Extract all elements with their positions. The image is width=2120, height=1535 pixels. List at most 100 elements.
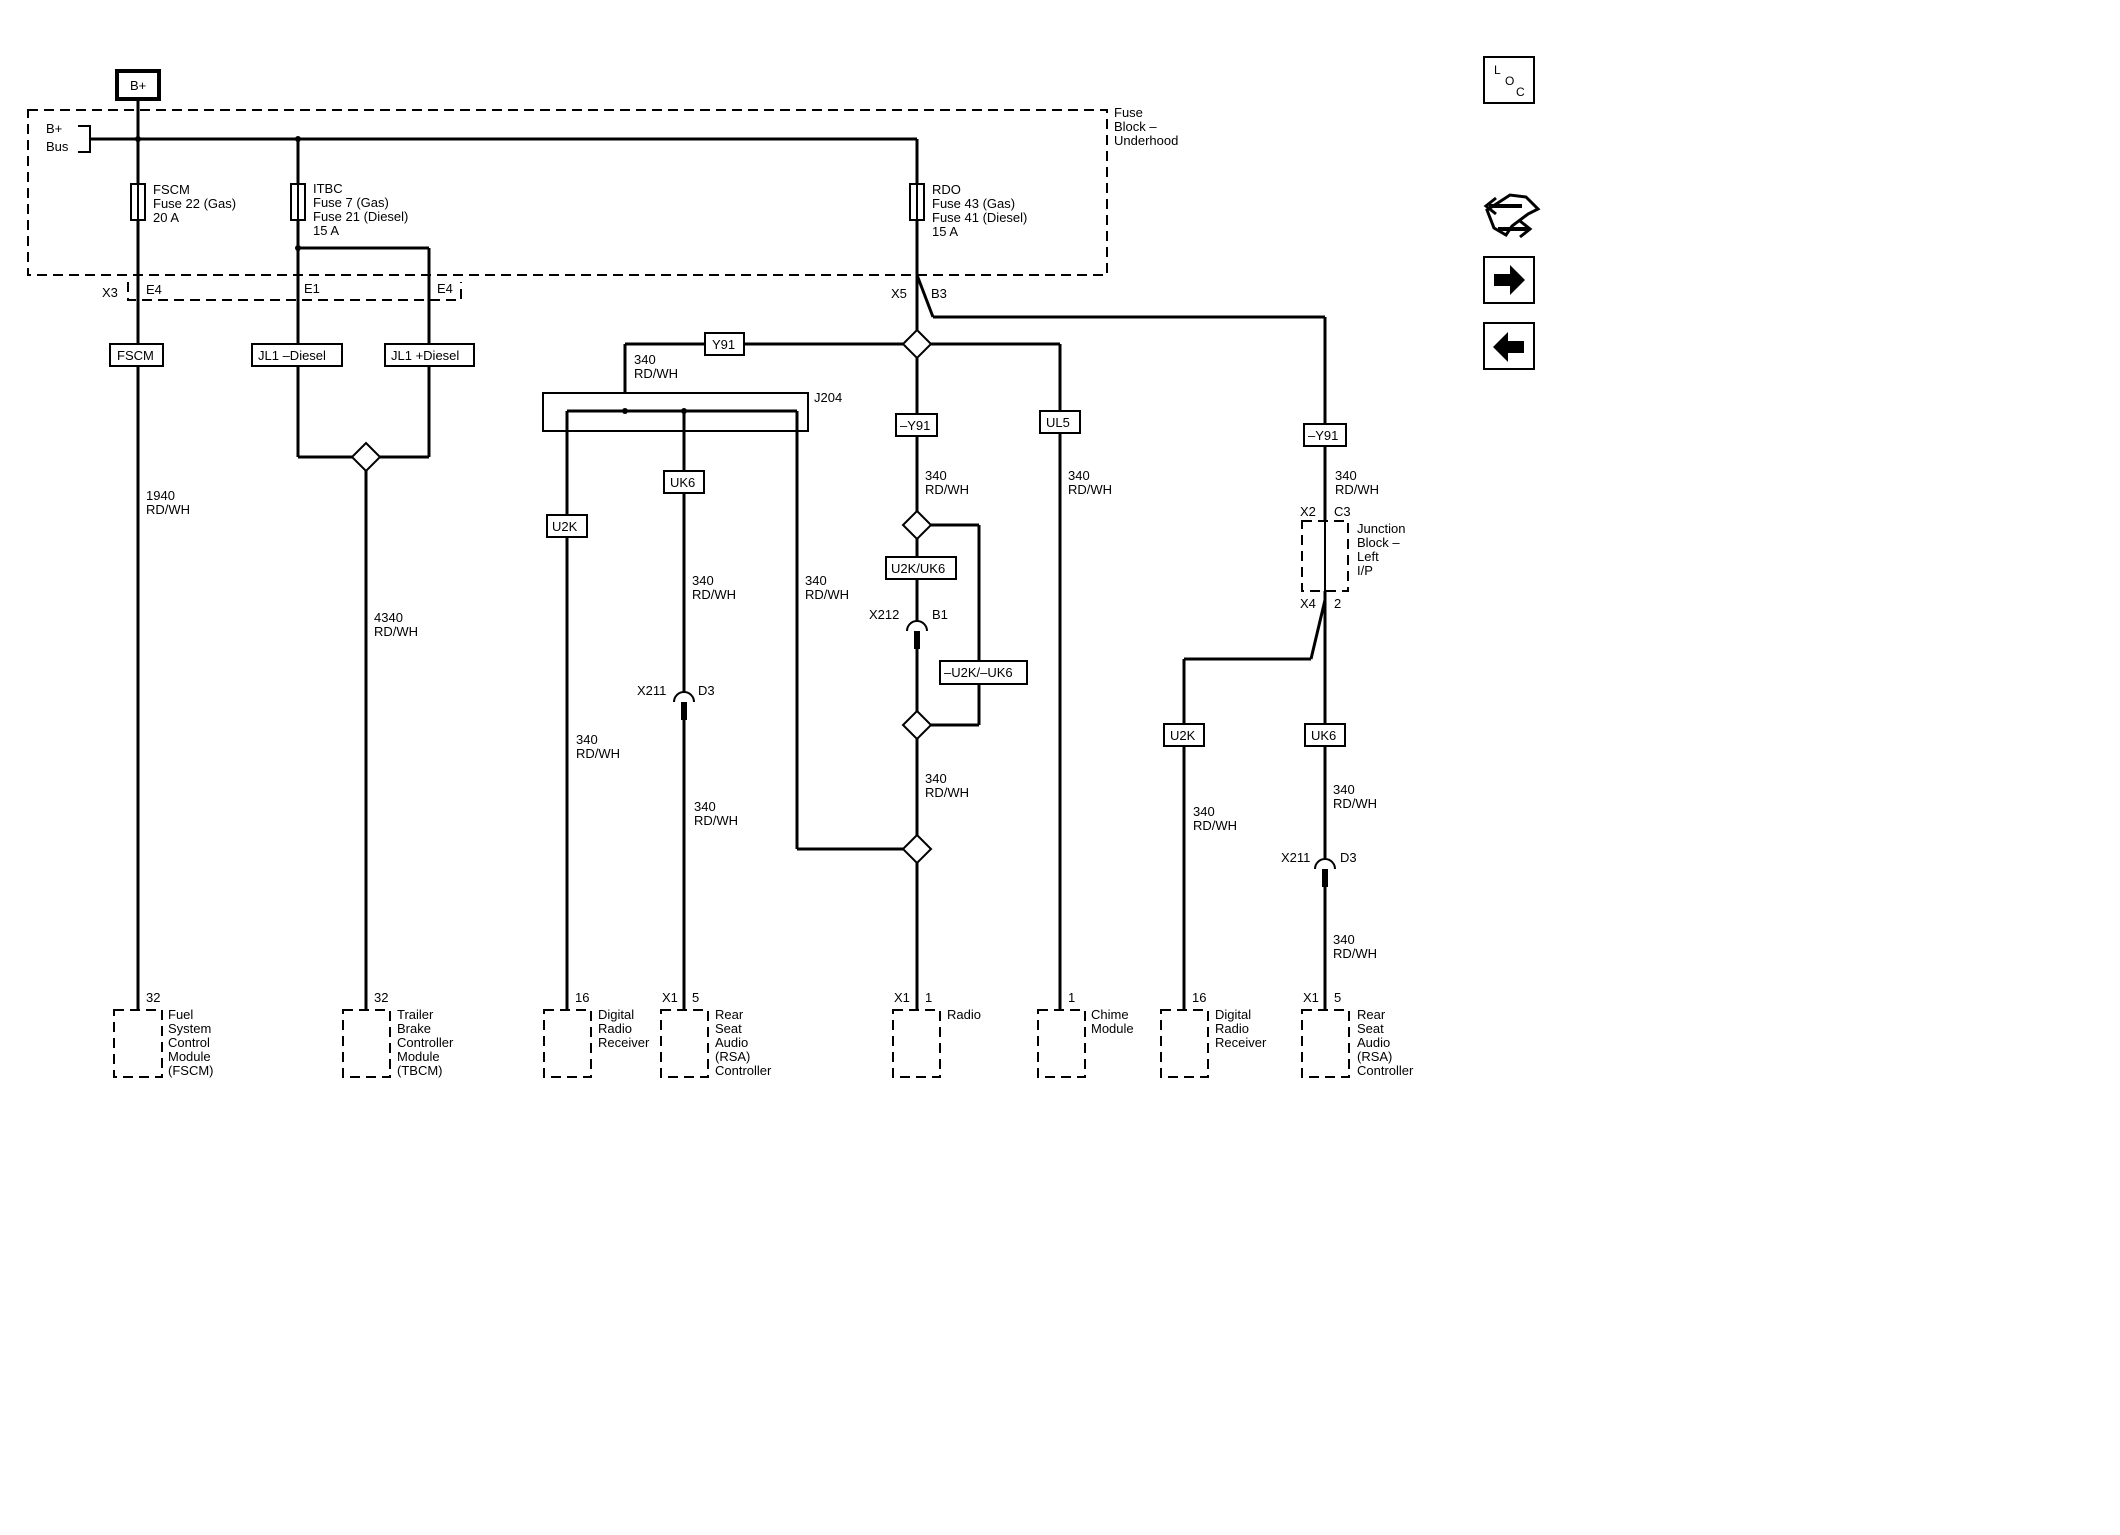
- module-label: Receiver: [1215, 1035, 1267, 1050]
- wire-color: RD/WH: [576, 746, 620, 761]
- splice-diamond: [901, 509, 933, 541]
- wire-color: RD/WH: [925, 785, 969, 800]
- fuse-block-outline: [27, 109, 1108, 276]
- module-outline: [543, 1009, 592, 1078]
- fuse-rdo-label: Fuse 43 (Gas): [932, 196, 1015, 211]
- module-label: System: [168, 1021, 211, 1036]
- option-label: UK6: [670, 475, 695, 490]
- wire-number: 340: [925, 771, 947, 786]
- module-label: Brake: [397, 1021, 431, 1036]
- inline-connector-pin: [1322, 869, 1328, 887]
- inline-connector-pin: [681, 702, 687, 720]
- module-label: Controller: [715, 1063, 772, 1078]
- schematic: Fuse Block – Underhood B+ B+ Bus FSCM Fu…: [27, 56, 1541, 1078]
- module-label: (RSA): [1357, 1049, 1392, 1064]
- splice-diamond: [901, 709, 933, 741]
- option-u2k: [546, 514, 588, 538]
- component-locator-button[interactable]: L O C: [1483, 56, 1535, 104]
- option-label: UL5: [1046, 415, 1070, 430]
- next-page-button[interactable]: [1483, 256, 1535, 304]
- module-digital-radio-receiver-2: 16 Digital Radio Receiver: [1160, 990, 1267, 1078]
- module-outline: [1301, 1009, 1350, 1078]
- connector-label: X1: [662, 990, 678, 1005]
- option-label: U2K/UK6: [891, 561, 945, 576]
- wire-number: 1940: [146, 488, 175, 503]
- wire-color: RD/WH: [692, 587, 736, 602]
- fuse-itbc-label: Fuse 7 (Gas): [313, 195, 389, 210]
- junction-block-label: I/P: [1357, 563, 1373, 578]
- wire-number: 340: [1068, 468, 1090, 483]
- connector-label: X5: [891, 286, 907, 301]
- option-uk6: [663, 470, 705, 494]
- inline-connector: [673, 691, 695, 703]
- module-label: Controller: [1357, 1063, 1414, 1078]
- connector-label: X211: [1281, 850, 1310, 865]
- option-not-u2k-uk6: [939, 660, 1028, 685]
- connector-label: X212: [869, 607, 899, 622]
- module-label: Digital: [598, 1007, 634, 1022]
- option-not-y91: [895, 413, 938, 437]
- pin-label: 16: [575, 990, 589, 1005]
- arrow-left-icon: [1493, 332, 1524, 362]
- option-u2k-b: [1163, 723, 1205, 747]
- module-outline: [1037, 1009, 1086, 1078]
- pin-label: D3: [1340, 850, 1357, 865]
- module-label: Chime: [1091, 1007, 1129, 1022]
- option-y91: [704, 332, 745, 356]
- option-label: JL1 +Diesel: [391, 348, 459, 363]
- fuse-fscm-label: 20 A: [153, 210, 179, 225]
- junction-block-label: Block –: [1357, 535, 1400, 550]
- connector-view-button[interactable]: [1483, 193, 1541, 239]
- fuse-itbc-label: Fuse 21 (Diesel): [313, 209, 408, 224]
- wire-number: 340: [1335, 468, 1357, 483]
- fuse-block-label-3: Underhood: [1114, 133, 1178, 148]
- connector-icon-arrow: [1483, 196, 1497, 216]
- module-label: Module: [168, 1049, 211, 1064]
- connector-icon[interactable]: [1483, 193, 1541, 239]
- option-label: JL1 –Diesel: [258, 348, 326, 363]
- module-label: (FSCM): [168, 1063, 214, 1078]
- wire-color: RD/WH: [634, 366, 678, 381]
- j204-label: J204: [814, 390, 842, 405]
- module-label: Rear: [715, 1007, 744, 1022]
- module-outline: [660, 1009, 709, 1078]
- option-label: Y91: [712, 337, 735, 352]
- pin-label: B3: [931, 286, 947, 301]
- option-label: U2K: [1170, 728, 1196, 743]
- fuse-itbc-label: ITBC: [313, 181, 343, 196]
- option-label: UK6: [1311, 728, 1336, 743]
- locator-button-frame[interactable]: [1483, 56, 1535, 104]
- previous-page-button[interactable]: [1483, 322, 1535, 370]
- wire-color: RD/WH: [805, 587, 849, 602]
- wire-number: 4340: [374, 610, 403, 625]
- option-label: –U2K/–UK6: [944, 665, 1013, 680]
- module-label: Seat: [715, 1021, 742, 1036]
- option-u2k-uk6: [885, 556, 957, 580]
- module-label: Module: [397, 1049, 440, 1064]
- module-label: (RSA): [715, 1049, 750, 1064]
- fuse-block-label-2: Block –: [1114, 119, 1157, 134]
- connector-label: X4: [1300, 596, 1316, 611]
- pin-label: E4: [146, 282, 162, 297]
- locator-letter: O: [1505, 74, 1514, 88]
- wire-number: 340: [634, 352, 656, 367]
- module-outline: [1160, 1009, 1209, 1078]
- fuse-rdo-label: RDO: [932, 182, 961, 197]
- module-digital-radio-receiver-1: 16 Digital Radio Receiver: [543, 990, 650, 1078]
- module-fscm: 32 Fuel System Control Module (FSCM): [113, 990, 214, 1078]
- module-outline: [113, 1009, 163, 1078]
- connector-label: X1: [894, 990, 910, 1005]
- module-rsa-controller-1: X1 5 Rear Seat Audio (RSA) Controller: [660, 990, 772, 1078]
- wire-color: RD/WH: [925, 482, 969, 497]
- wire-color: RD/WH: [1068, 482, 1112, 497]
- wire-color: RD/WH: [146, 502, 190, 517]
- module-label: Control: [168, 1035, 210, 1050]
- locator-letter: L: [1494, 63, 1501, 77]
- module-label: Module: [1091, 1021, 1134, 1036]
- module-label: (TBCM): [397, 1063, 443, 1078]
- pin-label: 1: [925, 990, 932, 1005]
- connector-label: X1: [1303, 990, 1319, 1005]
- bus-label-2: Bus: [46, 139, 69, 154]
- module-chime: 1 Chime Module: [1037, 990, 1134, 1078]
- connector-x3: [127, 282, 462, 301]
